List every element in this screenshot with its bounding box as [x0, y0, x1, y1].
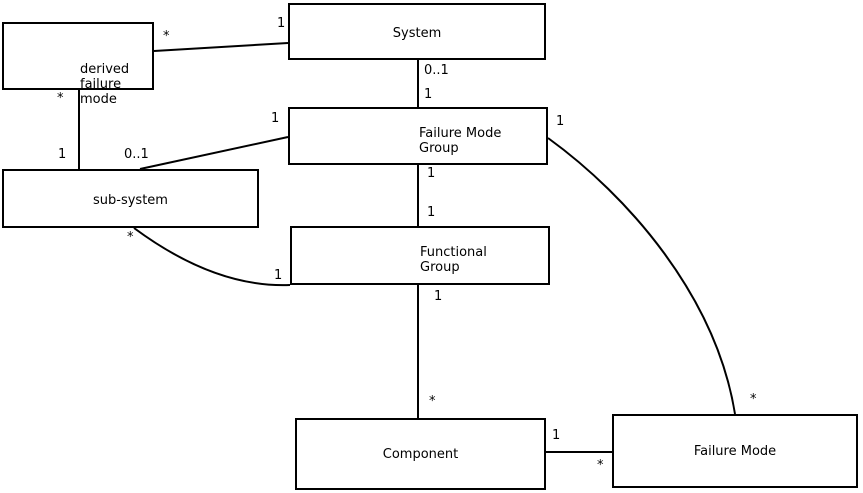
class-box-failure-mode[interactable]: Failure Mode: [612, 414, 858, 488]
edge-sub-system-to-functional-group: [133, 227, 291, 287]
multiplicity-label: 0..1: [424, 63, 449, 78]
multiplicity-label: 1: [434, 289, 443, 304]
edge-sub-system-to-failure-mode-group: [139, 136, 289, 170]
multiplicity-label: 0..1: [124, 147, 149, 162]
multiplicity-label: 1: [277, 16, 286, 31]
class-box-derived-failure-mode[interactable]: derived failure mode: [2, 22, 154, 107]
class-label-failure-mode: Failure Mode: [693, 444, 777, 459]
class-label-sub-system: sub-system: [93, 193, 168, 208]
edge-derived-failure-mode-to-system: [153, 42, 289, 52]
class-box-system[interactable]: System: [288, 3, 546, 60]
multiplicity-label: 1: [427, 166, 436, 181]
class-label-component: Component: [382, 447, 459, 462]
class-label-failure-mode-group: Failure Mode Group: [419, 126, 502, 156]
multiplicity-label: *: [429, 394, 436, 409]
class-label-derived-failure-mode: derived failure mode: [80, 62, 130, 107]
edge-failure-mode-group-to-failure-mode: [547, 137, 736, 415]
multiplicity-label: 1: [274, 268, 283, 283]
multiplicity-label: *: [750, 392, 757, 407]
multiplicity-label: 1: [271, 111, 280, 126]
class-box-component[interactable]: Component: [295, 418, 546, 490]
class-label-functional-group: Functional Group: [420, 245, 487, 275]
multiplicity-label: *: [597, 458, 604, 473]
multiplicity-label: *: [57, 91, 64, 106]
class-box-sub-system[interactable]: sub-system: [2, 169, 259, 228]
multiplicity-label: *: [127, 230, 134, 245]
class-label-system: System: [392, 26, 442, 41]
multiplicity-label: *: [163, 29, 170, 44]
multiplicity-label: 1: [552, 428, 561, 443]
class-box-failure-mode-group[interactable]: Failure Mode Group: [288, 107, 548, 165]
class-box-functional-group[interactable]: Functional Group: [290, 226, 550, 285]
multiplicity-label: 1: [427, 205, 436, 220]
multiplicity-label: 1: [58, 147, 67, 162]
multiplicity-label: 1: [556, 114, 565, 129]
multiplicity-label: 1: [424, 87, 433, 102]
